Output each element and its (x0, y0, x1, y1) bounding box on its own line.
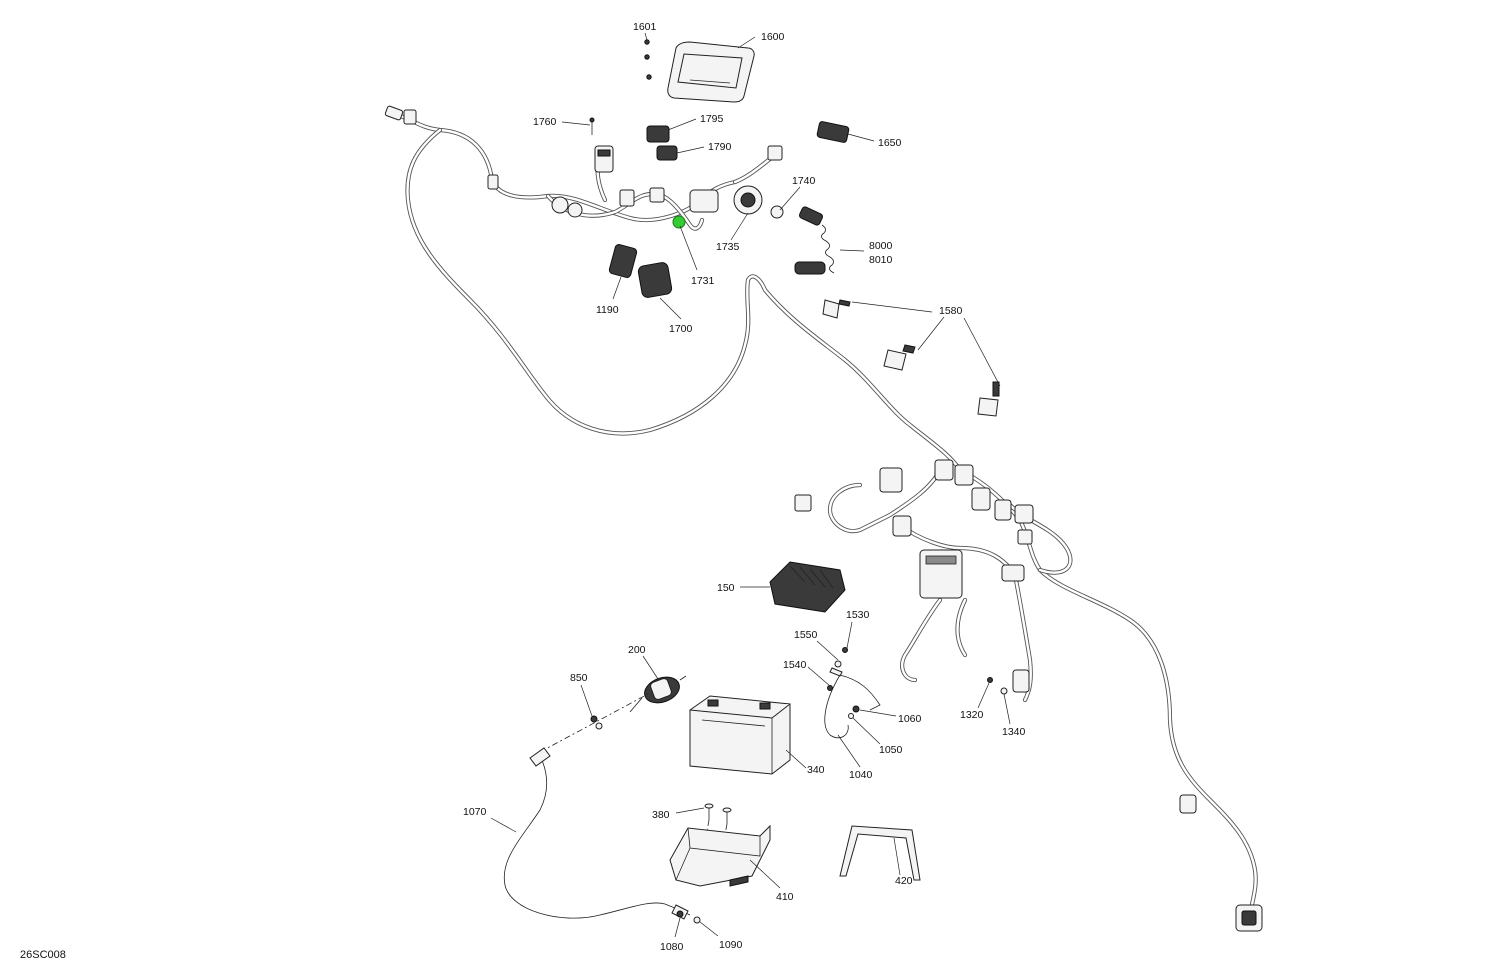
callout-380: 380 (652, 809, 670, 821)
part-420-strap (839, 825, 921, 881)
diagram-reference-code: 26SC008 (20, 949, 66, 961)
callout-1050: 1050 (879, 744, 903, 756)
callout-1795: 1795 (700, 113, 724, 125)
callout-1320: 1320 (960, 709, 984, 721)
part-1040-ground-cable (824, 647, 881, 739)
part-1700-relay (637, 262, 673, 298)
part-1735-switch (733, 185, 784, 219)
callout-1601: 1601 (633, 21, 657, 33)
callout-1735: 1735 (716, 241, 740, 253)
callout-1760: 1760 (533, 116, 557, 128)
callout-850: 850 (570, 672, 588, 684)
part-1650-connector (816, 121, 850, 143)
callout-labels: 1601 1600 1760 1795 1790 1650 1740 1735 … (463, 21, 1026, 953)
part-1760-screw (589, 117, 595, 135)
part-1320-screw (987, 677, 993, 683)
callout-1060: 1060 (898, 713, 922, 725)
part-200-solenoid (629, 675, 687, 713)
part-150-regulator (769, 561, 846, 613)
callout-1190: 1190 (596, 304, 619, 316)
part-1580-clips (822, 299, 1000, 417)
callout-1530: 1530 (846, 609, 870, 621)
callout-420: 420 (895, 875, 913, 887)
callout-1070: 1070 (463, 806, 487, 818)
leader-lines (490, 32, 1011, 938)
highlighted-part-marker (672, 215, 686, 229)
part-850-nuts (539, 693, 649, 753)
callout-1731: 1731 (691, 275, 715, 287)
part-1601-screws (644, 39, 652, 80)
callout-1340: 1340 (1002, 726, 1026, 738)
part-1790-connector (656, 145, 678, 161)
part-1070-battery-cable (503, 747, 701, 924)
callout-200: 200 (628, 644, 646, 656)
callout-1700: 1700 (669, 323, 693, 335)
callout-1550: 1550 (794, 629, 818, 641)
callout-1580: 1580 (939, 305, 963, 317)
upper-wiring-harness (384, 105, 963, 473)
callout-150: 150 (717, 582, 735, 594)
callout-1650: 1650 (878, 137, 902, 149)
callout-1790: 1790 (708, 141, 732, 153)
lower-main-harness (794, 459, 1263, 932)
callout-1090: 1090 (719, 939, 743, 951)
part-1795-connector (646, 125, 670, 143)
callout-1540: 1540 (783, 659, 807, 671)
callout-1080: 1080 (660, 941, 684, 953)
part-1340-nut (1000, 687, 1008, 695)
part-340-battery (689, 695, 791, 775)
callout-1740: 1740 (792, 175, 816, 187)
callout-8000: 8000 (869, 240, 893, 252)
callout-410: 410 (776, 891, 794, 903)
callout-8010: 8010 (869, 254, 893, 266)
callout-1040: 1040 (849, 769, 873, 781)
callout-340: 340 (807, 764, 825, 776)
part-1190-sensor (608, 244, 638, 278)
part-1600-display (667, 41, 755, 103)
part-8000-key-lanyard (794, 206, 835, 275)
part-410-battery-tray (669, 824, 771, 887)
callout-1600: 1600 (761, 31, 785, 43)
